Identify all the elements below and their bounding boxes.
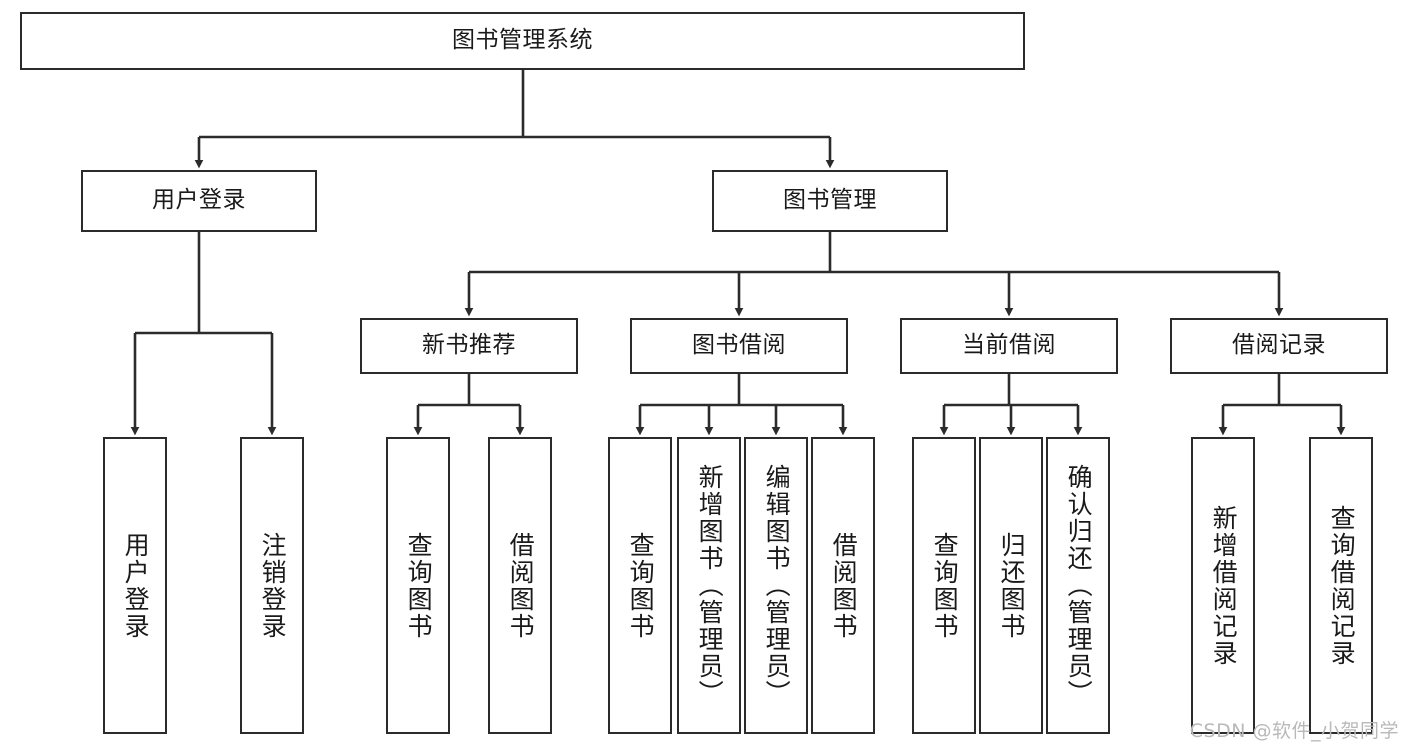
node-user-login-label: 用户登录: [152, 187, 246, 214]
node-book-borrow-label: 图书借阅: [692, 332, 786, 359]
node-leaf-label: 查询图书: [404, 531, 434, 640]
node-leaf-label: 注销登录: [258, 531, 288, 640]
node-leaf-bookborrow-edit-book-admin[interactable]: 编辑图书（管理员）: [744, 437, 808, 734]
node-leaf-bookborrow-add-book-admin[interactable]: 新增图书（管理员）: [677, 437, 741, 734]
csdn-watermark: CSDN @软件_小贺同学: [1189, 720, 1399, 742]
node-root-label: 图书管理系统: [452, 27, 593, 54]
node-user-login[interactable]: 用户登录: [81, 170, 317, 232]
node-leaf-label: 查询图书: [626, 531, 656, 640]
node-current-borrow-label: 当前借阅: [962, 332, 1056, 359]
node-leaf-borrowrecord-query-record[interactable]: 查询借阅记录: [1309, 437, 1373, 734]
node-leaf-label: 用户登录: [121, 531, 151, 640]
node-current-borrow[interactable]: 当前借阅: [900, 318, 1118, 374]
node-root-book-management-system[interactable]: 图书管理系统: [20, 12, 1025, 70]
node-leaf-label: 查询借阅记录: [1327, 504, 1357, 667]
node-leaf-user-login-signout[interactable]: 注销登录: [240, 437, 304, 734]
node-leaf-newbook-query-book[interactable]: 查询图书: [386, 437, 450, 734]
node-leaf-user-login-signin[interactable]: 用户登录: [103, 437, 167, 734]
node-leaf-label: 新增图书（管理员）: [695, 464, 725, 707]
node-new-book-recommend[interactable]: 新书推荐: [360, 318, 578, 374]
node-leaf-label: 新增借阅记录: [1209, 504, 1239, 667]
node-leaf-bookborrow-borrow-book[interactable]: 借阅图书: [811, 437, 875, 734]
node-leaf-currentborrow-query-book[interactable]: 查询图书: [912, 437, 976, 734]
node-leaf-borrowrecord-add-record[interactable]: 新增借阅记录: [1191, 437, 1255, 734]
node-leaf-label: 归还图书: [997, 531, 1027, 640]
node-new-book-recommend-label: 新书推荐: [422, 332, 516, 359]
node-book-borrow[interactable]: 图书借阅: [630, 318, 848, 374]
node-book-management[interactable]: 图书管理: [712, 170, 948, 232]
node-leaf-currentborrow-confirm-return-admin[interactable]: 确认归还（管理员）: [1046, 437, 1110, 734]
node-leaf-label: 编辑图书（管理员）: [762, 464, 792, 707]
node-book-management-label: 图书管理: [783, 187, 877, 214]
node-leaf-label: 借阅图书: [506, 531, 536, 640]
node-leaf-label: 确认归还（管理员）: [1064, 464, 1094, 707]
node-leaf-label: 借阅图书: [829, 531, 859, 640]
node-leaf-label: 查询图书: [930, 531, 960, 640]
node-leaf-currentborrow-return-book[interactable]: 归还图书: [979, 437, 1043, 734]
node-leaf-newbook-borrow-book[interactable]: 借阅图书: [488, 437, 552, 734]
node-leaf-bookborrow-query-book[interactable]: 查询图书: [608, 437, 672, 734]
node-borrow-record-label: 借阅记录: [1232, 332, 1326, 359]
node-borrow-record[interactable]: 借阅记录: [1170, 318, 1388, 374]
